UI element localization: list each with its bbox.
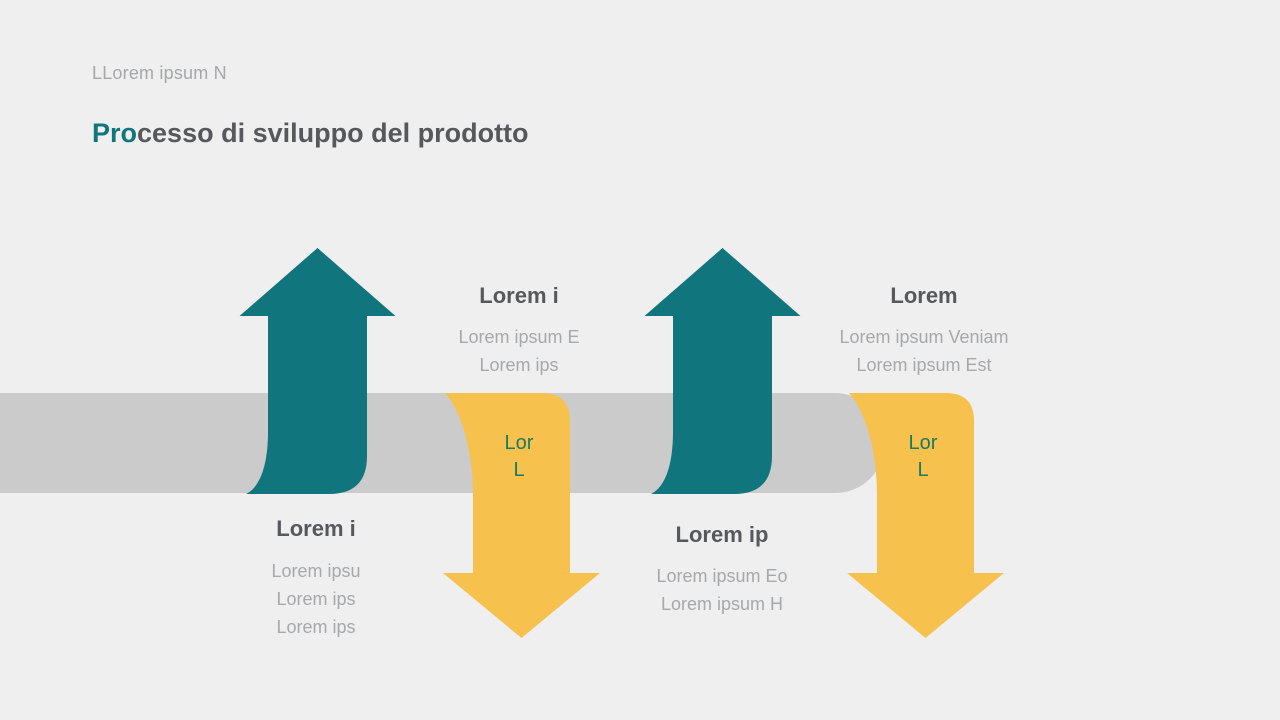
step-1-line-2: Lorem ips (276, 589, 356, 609)
down-arrow-1-tag-line-1: Lor (504, 432, 534, 454)
slide-title-accent: Pro (92, 118, 138, 148)
step-1-line-1: Lorem ipsu (271, 561, 361, 581)
step-3-line-1: Lorem ipsum Eo (656, 566, 788, 586)
down-arrow-1 (443, 393, 600, 638)
step-2-description: Lorem ipsum E Lorem ips (379, 323, 659, 379)
step-1-line-3: Lorem ips (276, 617, 356, 637)
step-4-line-1: Lorem ipsum Veniam (839, 327, 1009, 347)
step-2-line-1: Lorem ipsum E (458, 327, 580, 347)
down-arrow-1-tag: Lor L (469, 430, 569, 484)
step-2-title: Lorem i (479, 283, 559, 308)
slide-eyebrow: LLorem ipsum N (92, 63, 227, 83)
up-arrow-1 (239, 248, 396, 494)
step-4-title: Lorem (890, 283, 958, 308)
down-arrow-2 (847, 393, 1004, 638)
step-4-description: Lorem ipsum Veniam Lorem ipsum Est (784, 323, 1064, 379)
slide-title-rest: cesso di sviluppo del prodotto (137, 118, 529, 148)
step-3-line-2: Lorem ipsum H (660, 594, 784, 614)
step-1-label: Lorem i Lorem ipsu Lorem ips Lorem ips (176, 514, 456, 641)
step-3-title: Lorem ip (675, 522, 769, 547)
step-2-line-2: Lorem ips (479, 355, 559, 375)
step-1-description: Lorem ipsu Lorem ips Lorem ips (176, 557, 456, 641)
down-arrow-2-tag-line-1: Lor (908, 432, 938, 454)
step-3-label: Lorem ip Lorem ipsum Eo Lorem ipsum H (582, 520, 862, 618)
slide-title: Processo di sviluppo del prodotto (92, 118, 529, 149)
step-4-label: Lorem Lorem ipsum Veniam Lorem ipsum Est (784, 281, 1064, 379)
step-3-description: Lorem ipsum Eo Lorem ipsum H (582, 562, 862, 618)
down-arrow-2-tag-line-2: L (917, 459, 929, 481)
step-1-title: Lorem i (276, 516, 356, 541)
timeline-band (0, 393, 885, 493)
step-2-label: Lorem i Lorem ipsum E Lorem ips (379, 281, 659, 379)
up-arrow-2 (644, 248, 801, 494)
step-4-line-2: Lorem ipsum Est (856, 355, 992, 375)
down-arrow-2-tag: Lor L (873, 430, 973, 484)
down-arrow-1-tag-line-2: L (513, 459, 525, 481)
